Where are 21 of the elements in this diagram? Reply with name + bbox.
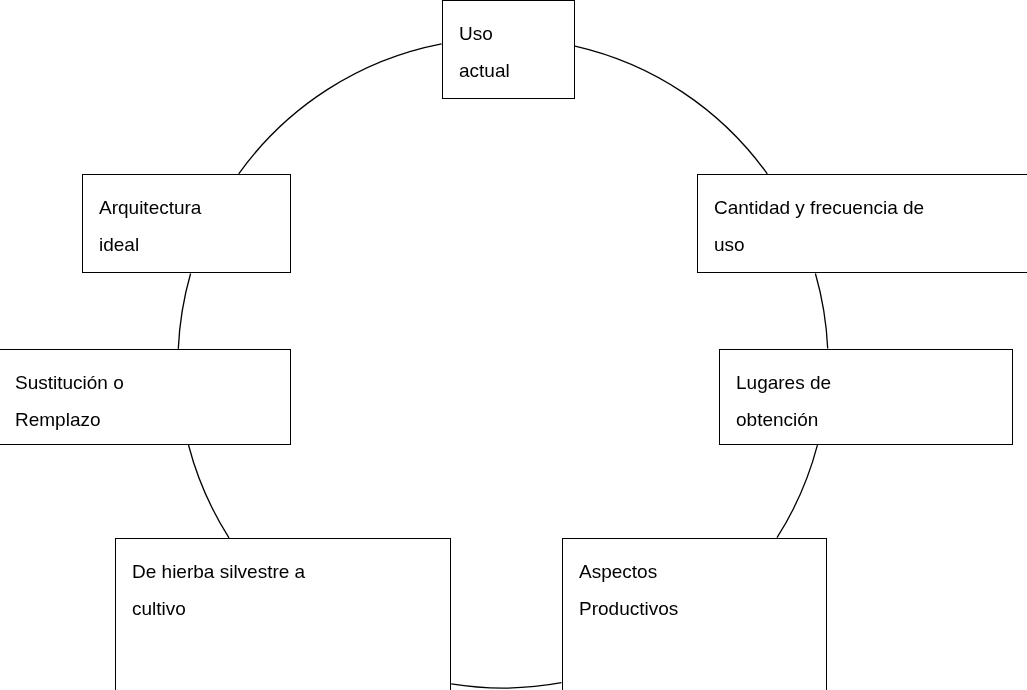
box-label: Aspectos Productivos <box>579 560 680 621</box>
connector-arc <box>450 682 563 689</box>
text-box <box>82 174 291 273</box>
box-label: Lugares de obtención <box>736 371 833 432</box>
connector-arc <box>238 43 443 175</box>
text-box <box>719 349 1013 445</box>
connector-arc <box>814 272 829 350</box>
connector-arc <box>776 444 819 539</box>
box-label: De hierba silvestre a cultivo <box>132 560 307 621</box>
box-label: Sustitución o Remplazo <box>15 371 125 432</box>
connector-arc <box>177 272 192 350</box>
text-box <box>562 538 827 690</box>
box-label: Uso actual <box>459 22 511 83</box>
connector-arc <box>187 444 230 539</box>
text-box <box>442 0 575 99</box>
text-box <box>115 538 451 690</box>
box-label: Cantidad y frecuencia de uso <box>714 196 926 257</box>
text-box <box>697 174 1027 273</box>
box-label: Arquitectura ideal <box>99 196 203 257</box>
text-box <box>0 349 291 445</box>
connector-arc <box>574 45 768 175</box>
